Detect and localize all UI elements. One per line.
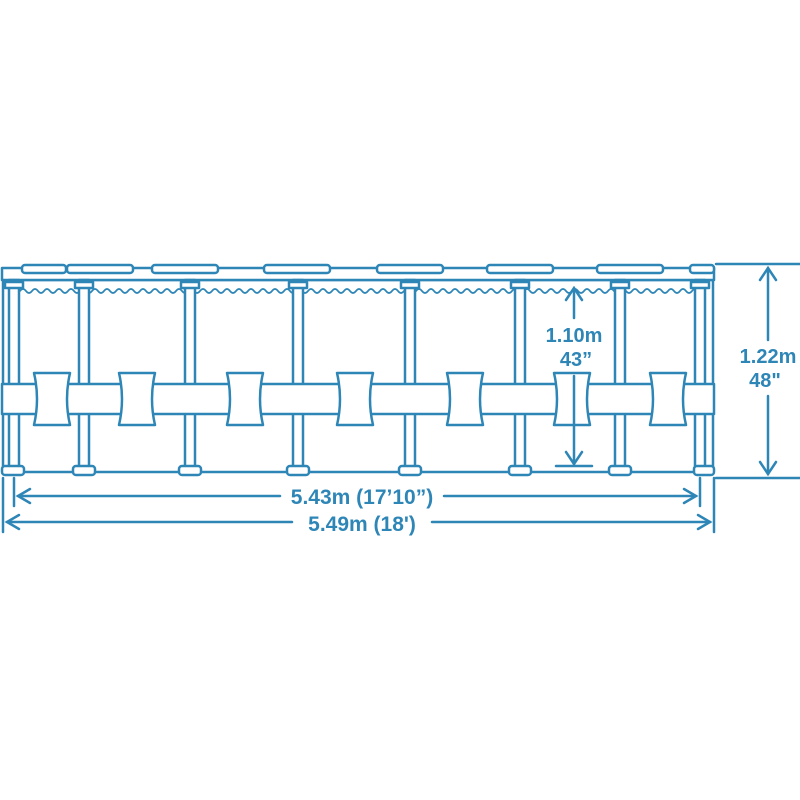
frame-leg — [291, 278, 305, 470]
frame-leg — [513, 278, 527, 470]
belt-clip — [32, 371, 72, 427]
frame-leg — [77, 278, 91, 470]
top-rail-connector — [595, 263, 665, 275]
pool-frame — [0, 263, 716, 477]
top-rail-connector — [65, 263, 135, 275]
leg-joint — [287, 280, 309, 290]
leg-joint — [73, 280, 95, 290]
belt-clip — [445, 371, 485, 427]
outer-width-label: 5.49m (18') — [308, 513, 416, 536]
top-rail-connector — [20, 263, 68, 275]
inner-width-arrowhead-right — [682, 487, 699, 505]
dimension-lines — [1, 262, 800, 534]
outer-width-arrowhead-left — [4, 513, 21, 531]
leg-joint — [399, 280, 421, 290]
leg-foot — [177, 464, 203, 477]
leg-foot — [607, 464, 633, 477]
water-line — [19, 288, 705, 294]
inner-width-label: 5.43m (17’10”) — [291, 486, 433, 509]
leg-foot — [0, 464, 26, 477]
wall-height-arrowhead-bottom — [758, 460, 778, 477]
water-depth-metric: 1.10m — [546, 325, 603, 347]
wall-height-metric: 1.22m — [740, 346, 797, 368]
belt-clip — [552, 371, 592, 427]
leg-foot — [397, 464, 423, 477]
frame-leg — [7, 278, 21, 470]
belt-clip — [225, 371, 265, 427]
water-depth-arrowhead-bottom — [564, 450, 584, 467]
belt-clip — [335, 371, 375, 427]
leg-joint — [609, 280, 631, 290]
wall-height-arrowhead-top — [758, 265, 778, 282]
leg-joint — [3, 280, 25, 290]
top-rail-connector — [485, 263, 555, 275]
inner-width-arrowhead-left — [15, 487, 32, 505]
frame-leg — [613, 278, 627, 470]
top-rail-connector — [262, 263, 332, 275]
outer-width-arrowhead-right — [696, 513, 713, 531]
top-rail-connector — [688, 263, 716, 275]
frame-leg — [403, 278, 417, 470]
water-depth-arrowhead-top — [564, 285, 584, 302]
frame-leg — [183, 278, 197, 470]
belt-clip — [648, 371, 688, 427]
leg-foot — [507, 464, 533, 477]
frame-leg — [693, 278, 707, 470]
leg-foot — [285, 464, 311, 477]
belt-clip — [117, 371, 157, 427]
water-depth-imperial: 43” — [560, 349, 592, 371]
top-rail-connector — [375, 263, 445, 275]
leg-joint — [689, 280, 711, 290]
leg-joint — [509, 280, 531, 290]
leg-joint — [179, 280, 201, 290]
leg-foot — [692, 464, 716, 477]
wall-height-imperial: 48" — [749, 370, 781, 392]
leg-foot — [71, 464, 97, 477]
top-rail-connector — [150, 263, 220, 275]
